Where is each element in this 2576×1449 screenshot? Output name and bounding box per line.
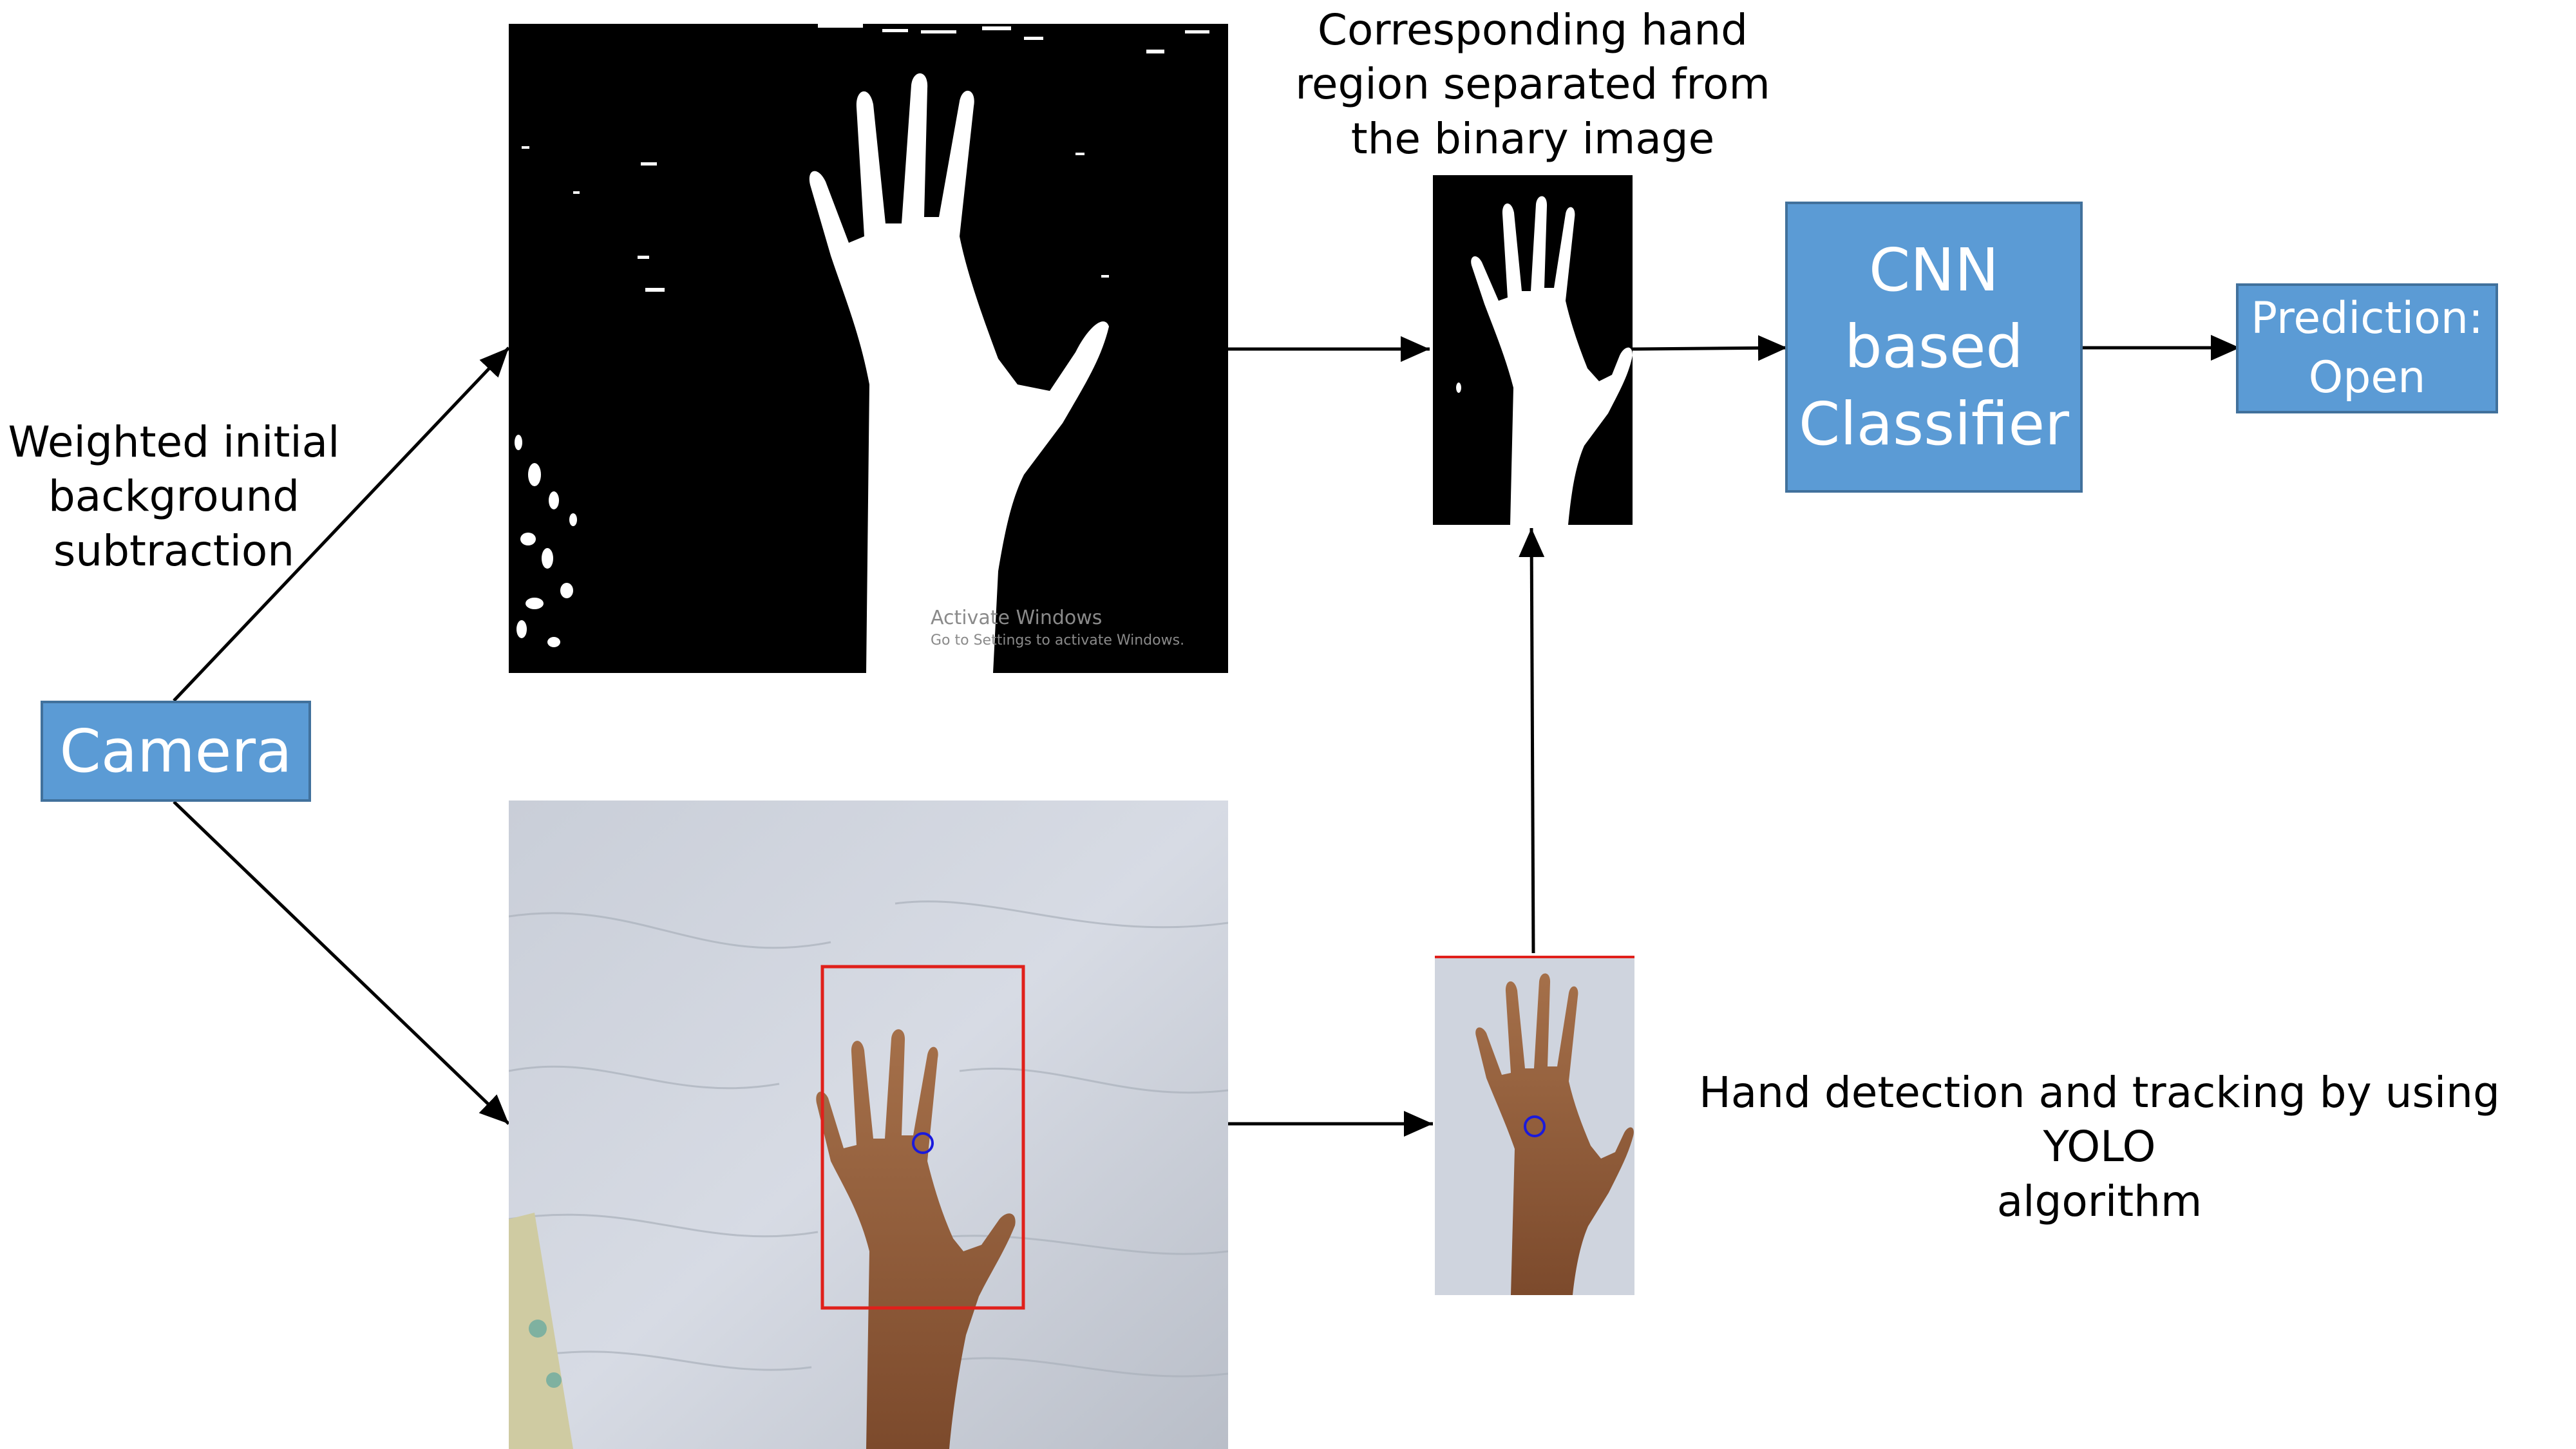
yolo-hand-crop-picture — [1435, 956, 1634, 1295]
binary-subtraction-image: Activate Windows Go to Settings to activ… — [509, 24, 1228, 673]
camera-frame-picture — [509, 800, 1228, 1449]
camera-frame-image — [509, 800, 1228, 1449]
cnn-classifier-label: CNN based Classifier — [1799, 235, 2069, 459]
arrow-crop-to-cnn — [1632, 335, 1788, 361]
subtraction-caption: Weighted initial background subtraction — [8, 417, 340, 576]
watermark-title: Activate Windows — [931, 607, 1103, 629]
prediction-label: Prediction: Open — [2251, 293, 2483, 403]
separated-caption: Corresponding hand region separated from… — [1295, 5, 1770, 164]
arrow-handcrop-to-binarycrop — [1519, 527, 1545, 954]
camera-label: Camera — [59, 717, 292, 786]
binary-hand-crop — [1433, 175, 1633, 525]
yolo-hand-crop — [1435, 956, 1634, 1295]
cnn-classifier-node: CNN based Classifier — [1785, 202, 2083, 493]
prediction-node: Prediction: Open — [2236, 283, 2498, 413]
arrow-camera-to-binary — [173, 346, 510, 702]
binary-hand-picture — [509, 24, 1228, 673]
arrow-camera-to-frame — [173, 800, 510, 1125]
binary-hand-crop-picture — [1433, 175, 1633, 525]
yolo-caption: Hand detection and tracking by using YOL… — [1699, 1068, 2500, 1226]
camera-node: Camera — [41, 701, 311, 802]
watermark-subtitle: Go to Settings to activate Windows. — [931, 632, 1185, 649]
